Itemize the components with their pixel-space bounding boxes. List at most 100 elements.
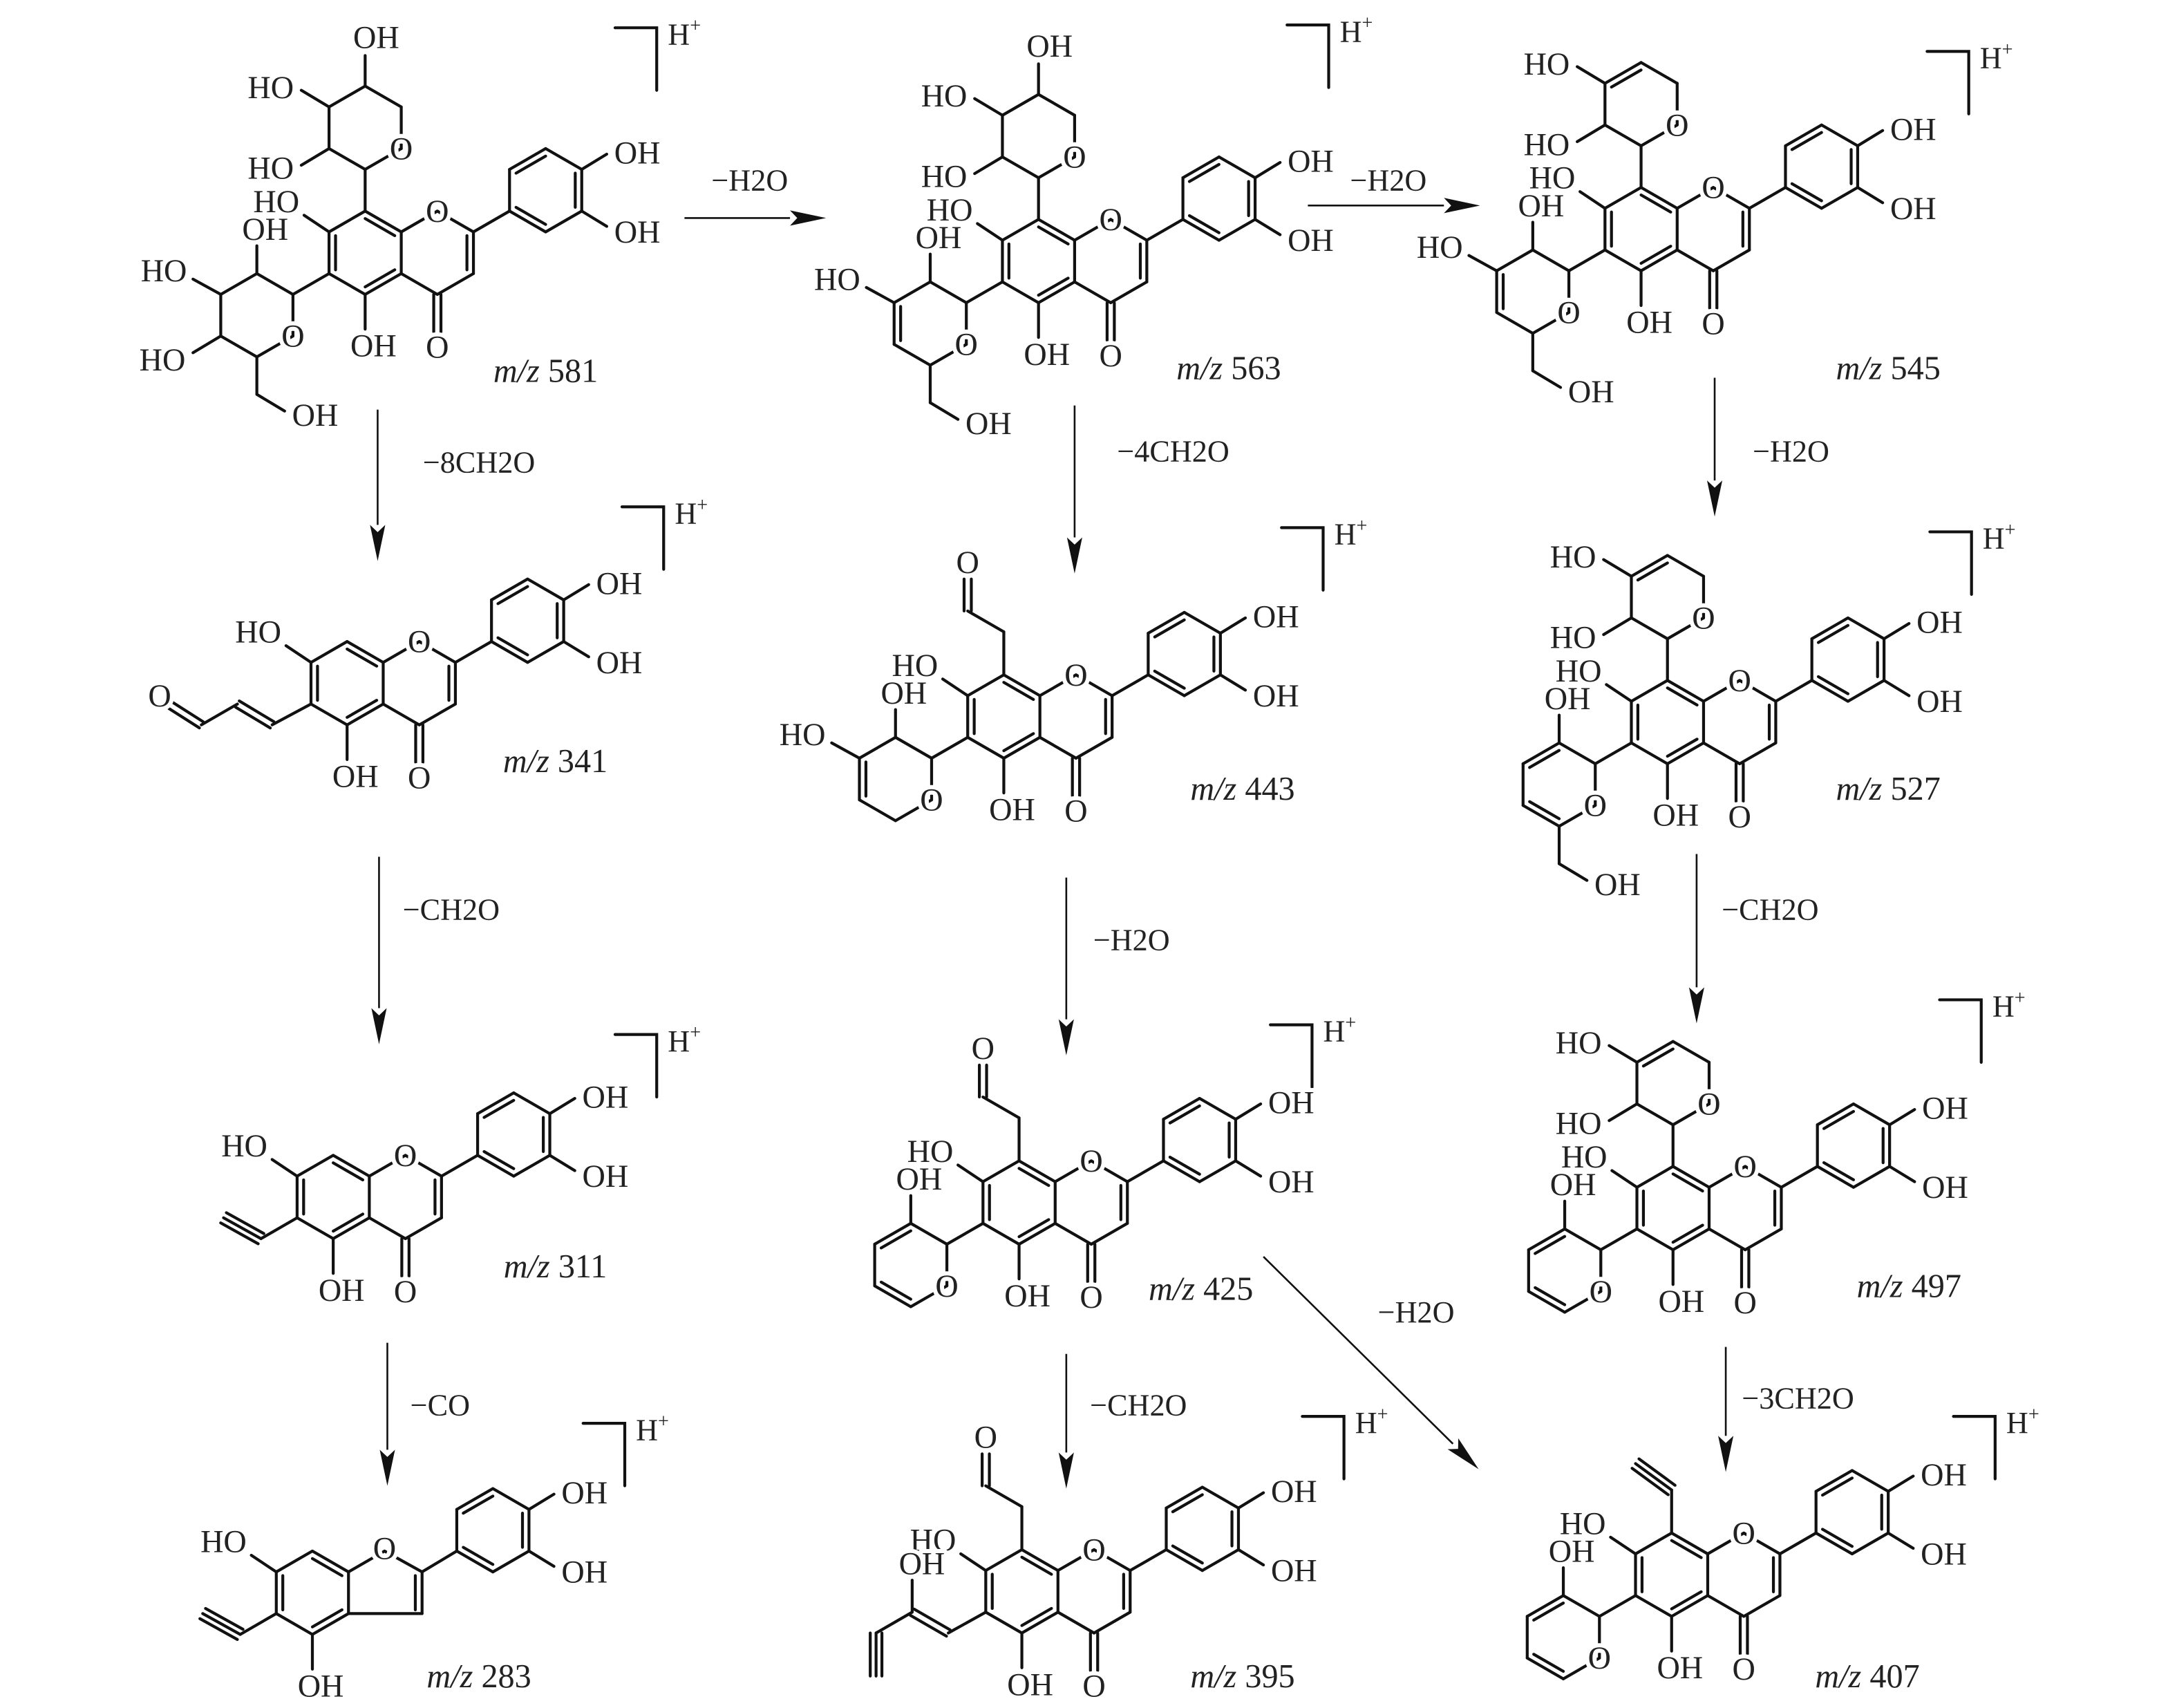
single-bond (368, 1154, 407, 1178)
ring-bond (1002, 673, 1042, 697)
ring-oxygen: O (1082, 1532, 1105, 1567)
hydroxyl-label: HO (253, 184, 299, 219)
ion-symbol: H (1323, 1015, 1346, 1049)
ring-bond (1784, 186, 1823, 210)
double-bond-inner (1822, 1161, 1856, 1181)
single-bond (1856, 129, 1885, 148)
reaction-arrow (1706, 377, 1723, 517)
ring-bond (928, 343, 968, 367)
ring-bond (1563, 1227, 1603, 1252)
mz-prefix: m/z (493, 353, 540, 389)
protonation-bracket (1925, 50, 1970, 115)
mz-prefix: m/z (1836, 350, 1882, 386)
ring-bond (1037, 280, 1077, 305)
hydroxyl-label: HO (1550, 620, 1596, 655)
double-bond-inner (1820, 1476, 1854, 1497)
ring-bond (1850, 1469, 1890, 1493)
double-bond-inner (1670, 1539, 1703, 1559)
ring-bond (858, 735, 897, 760)
ring-bond (219, 272, 258, 297)
hydroxyl-label: OH (1921, 1457, 1967, 1492)
a-ring (966, 673, 1042, 760)
ring-bond (892, 280, 932, 305)
ring-bond (1147, 673, 1186, 697)
single-bond (347, 1549, 386, 1574)
ring-bond (858, 798, 897, 823)
ring-bond (1603, 123, 1643, 148)
b-ring (1784, 123, 1860, 210)
ring-bond (255, 272, 294, 297)
carbonyl-oxygen: O (1702, 306, 1724, 341)
double-bond-inner (1534, 1235, 1567, 1255)
single-bond (1742, 1594, 1782, 1618)
ring-bond (1671, 1227, 1711, 1252)
double-bond-inner (1816, 623, 1849, 644)
double-bond-inner (514, 154, 547, 175)
triple-bond (201, 1612, 242, 1636)
reaction-arrow (370, 409, 386, 561)
neutral-loss-label: −4CH2O (1117, 434, 1229, 468)
ring-bond (1639, 248, 1679, 272)
hydroxyl-label: OH (1922, 1091, 1968, 1126)
carbonyl-oxygen: O (1099, 338, 1122, 373)
single-bond (1608, 1102, 1639, 1123)
single-bond (1744, 1165, 1783, 1189)
ring-bond (984, 1548, 1024, 1573)
single-bond (1053, 1221, 1093, 1246)
upper-sugar-ring (328, 84, 403, 171)
arrowhead-icon (370, 525, 386, 561)
hydroxyl-label: OH (896, 1161, 943, 1196)
hydroxyl-label: OH (350, 328, 397, 364)
ring-bond (1527, 1227, 1567, 1252)
proton-label: H+ (1980, 39, 2013, 75)
hydroxyl-label: HO (921, 159, 968, 194)
hydroxyl-label: HO (1561, 1139, 1608, 1174)
ion-charge: + (2028, 1404, 2039, 1425)
hydroxyl-label: OH (614, 214, 661, 250)
neutral-loss-label: −CH2O (1722, 892, 1818, 926)
ring-bond (1634, 1531, 1673, 1556)
ion-charge: + (690, 15, 701, 37)
single-bond (1774, 679, 1813, 703)
ring-bond (490, 577, 529, 601)
ion-symbol: H (668, 1024, 690, 1058)
ion-charge: + (1377, 1404, 1388, 1425)
single-bond (1609, 1535, 1637, 1556)
ring-bond (1017, 1221, 1057, 1246)
aldehyde-oxygen: O (148, 678, 171, 713)
hydroxyl-label: OH (596, 645, 643, 680)
double-bond-inner (1790, 182, 1823, 203)
double-bond (167, 706, 201, 730)
single-bond (249, 1553, 278, 1574)
arrowhead-icon (1447, 1438, 1479, 1470)
hydroxymethyl-label: OH (292, 397, 339, 433)
hydroxyl-label: OH (1288, 144, 1334, 179)
single-bond (984, 1484, 1024, 1508)
ring-bond (1200, 1485, 1241, 1510)
arrowhead-icon (1444, 198, 1480, 214)
ring-oxygen: O (1099, 202, 1122, 237)
single-bond (562, 583, 590, 601)
triple-bond (204, 1606, 245, 1631)
reaction-arrow (1066, 405, 1082, 574)
hydroxyl-label: HO (140, 342, 186, 377)
single-bond (981, 1095, 1021, 1120)
single-bond (383, 1549, 424, 1574)
ring-bond (1198, 1096, 1238, 1121)
upper-sugar-ring (1603, 61, 1679, 148)
ring-bond (1820, 123, 1860, 148)
ring-bond (1217, 155, 1257, 180)
double-bond-inner (879, 1280, 912, 1301)
double-bond-inner (1002, 732, 1035, 753)
hydroxyl-label: HO (235, 614, 281, 650)
single-bond (1602, 558, 1633, 578)
single-bond (1109, 280, 1149, 305)
protonation-bracket (1269, 1023, 1314, 1089)
reaction-arrow (1308, 198, 1480, 214)
neutral-loss-label: −CO (411, 1389, 470, 1423)
ring-bond (512, 1154, 552, 1178)
ring-bond (1181, 218, 1221, 242)
ion-charge: + (690, 1022, 701, 1044)
carbonyl-oxygen: O (1728, 799, 1751, 834)
